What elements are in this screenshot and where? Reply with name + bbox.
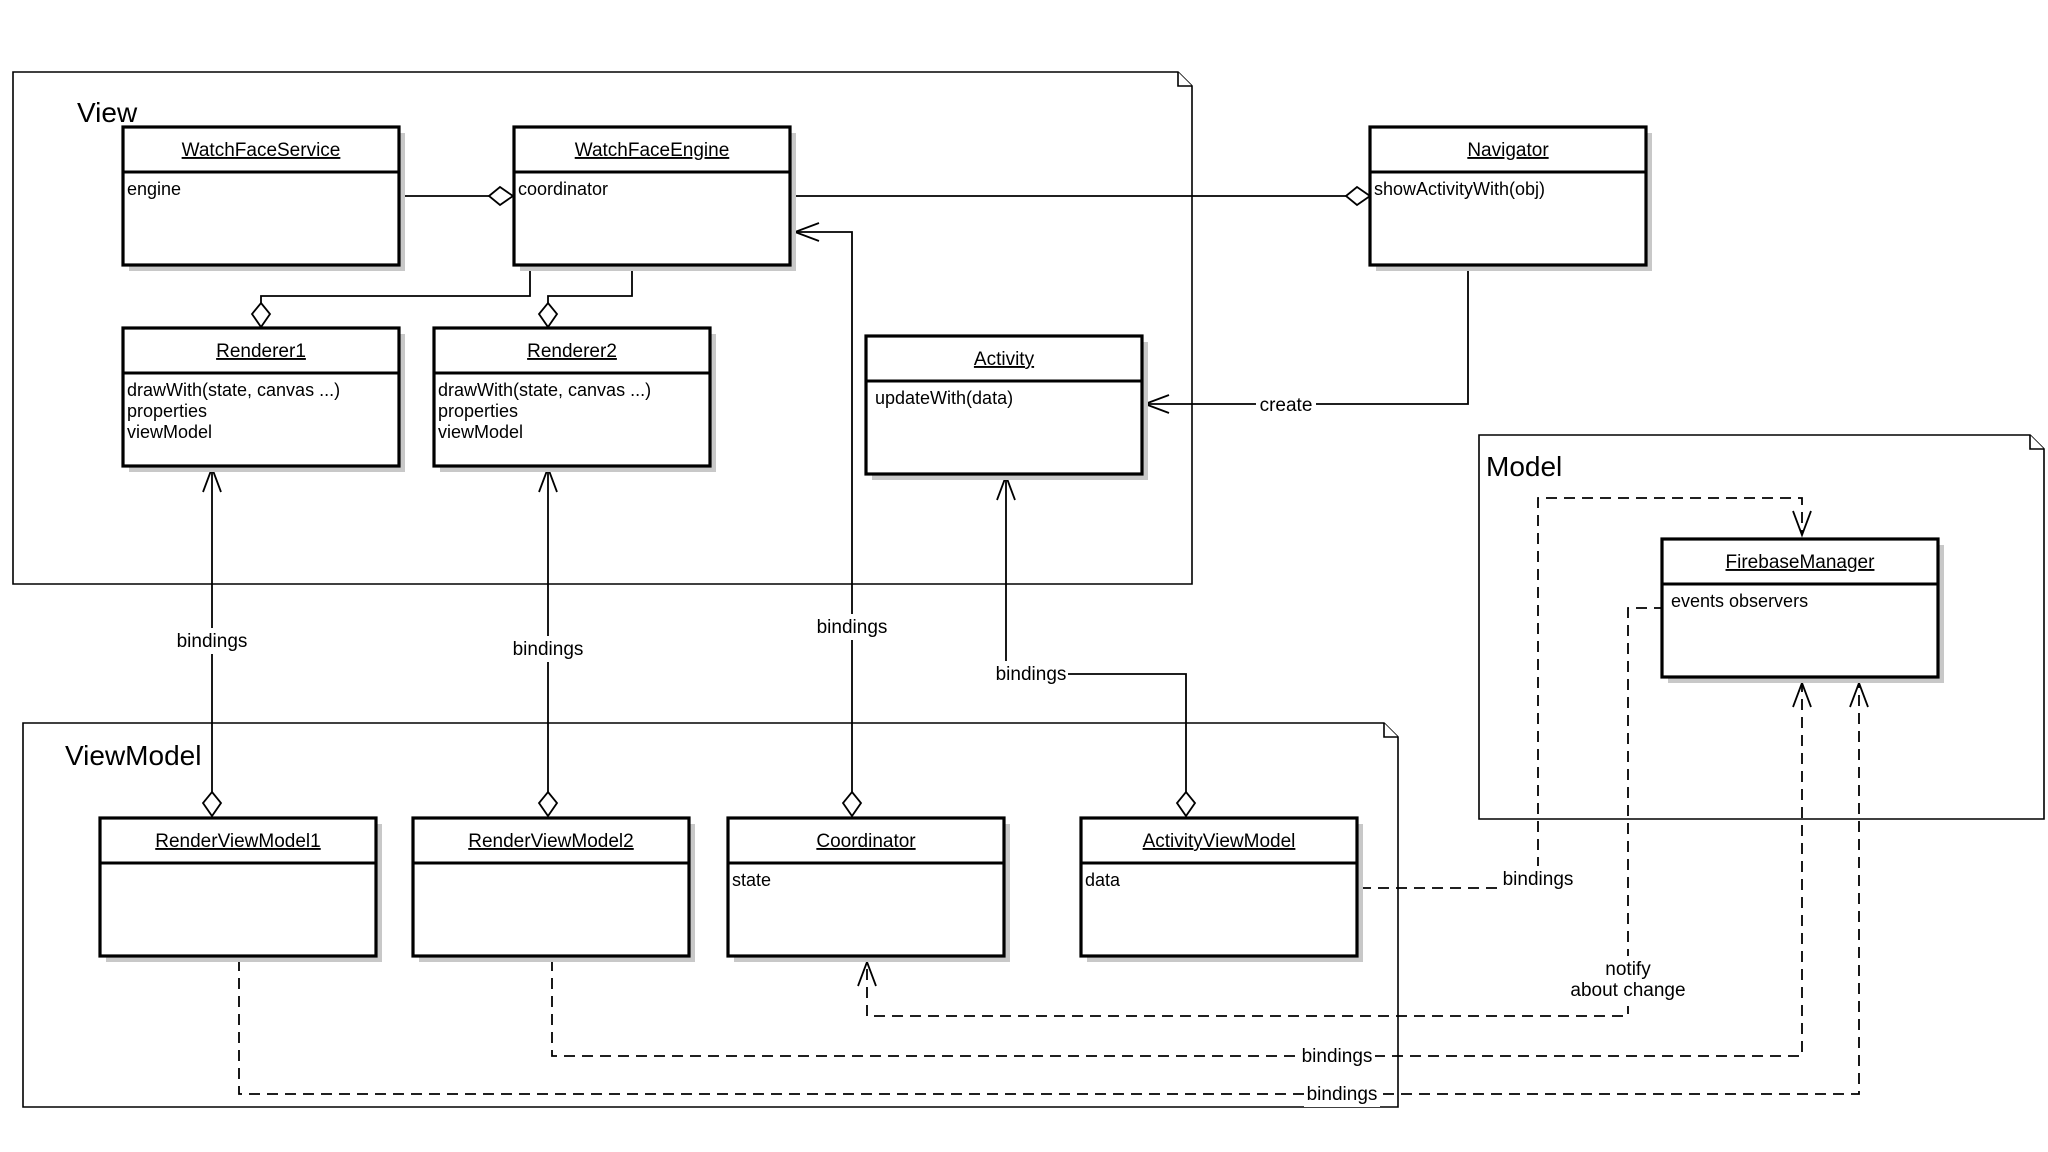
class-name: Coordinator [816,831,916,852]
package-view-title: View [77,97,138,128]
class-member: data [1085,870,1121,890]
label-notify: notify [1605,959,1651,980]
class-name: Renderer1 [216,341,306,362]
class-member: drawWith(state, canvas ...) [127,380,340,400]
class-member: state [732,870,771,890]
class-name: RenderViewModel1 [155,831,320,852]
class-firebasemanager: FirebaseManager events observers [1660,537,1944,683]
class-member: viewModel [127,422,212,442]
class-activity: Activity updateWith(data) [864,334,1148,480]
edges-dashed [238,497,1860,1095]
class-navigator: Navigator showActivityWith(obj) [1368,125,1652,271]
class-name: Activity [974,349,1035,370]
class-member: engine [127,179,181,199]
class-name: FirebaseManager [1726,552,1876,573]
class-member: updateWith(data) [875,388,1013,408]
class-member: drawWith(state, canvas ...) [438,380,651,400]
class-renderviewmodel2: RenderViewModel2 [411,816,695,962]
class-box [1368,125,1648,267]
class-box [864,334,1144,476]
class-member: properties [127,401,207,421]
label-bindings-renderer1: bindings [177,631,248,652]
label-bindings-renderviewmodel1: bindings [1307,1084,1378,1105]
label-bindings-activity: bindings [996,664,1067,685]
class-box [512,125,792,267]
label-about-change: about change [1570,980,1685,1001]
label-bindings-renderer2: bindings [513,639,584,660]
class-box [1079,816,1359,958]
class-box [726,816,1006,958]
class-member: showActivityWith(obj) [1374,179,1545,199]
class-name: RenderViewModel2 [468,831,633,852]
label-bindings-coordinator: bindings [817,617,888,638]
class-member: coordinator [518,179,608,199]
package-viewmodel-title: ViewModel [65,740,201,771]
class-name: ActivityViewModel [1143,831,1296,852]
class-name: Renderer2 [527,341,617,362]
class-name: Navigator [1467,140,1549,161]
class-box [121,125,401,267]
class-box [411,816,691,958]
class-coordinator: Coordinator state [726,816,1010,962]
class-renderviewmodel1: RenderViewModel1 [98,816,382,962]
edge-labels: create bindings bindings bindings bindin… [176,392,1688,1107]
class-member: properties [438,401,518,421]
label-create: create [1260,395,1313,416]
package-model-title: Model [1486,451,1562,482]
class-renderer2: Renderer2 drawWith(state, canvas ...)prop… [432,326,716,472]
class-member: viewModel [438,422,523,442]
class-name: WatchFaceEngine [575,140,730,161]
class-name: WatchFaceService [182,140,341,161]
label-bindings-activityviewmodel: bindings [1503,869,1574,890]
class-activityviewmodel: ActivityViewModel data [1079,816,1363,962]
label-bindings-renderviewmodel2: bindings [1302,1046,1373,1067]
class-renderer1: Renderer1 drawWith(state, canvas ...)prop… [121,326,405,472]
class-member: events observers [1671,591,1808,611]
class-watchfaceengine: WatchFaceEngine coordinator [512,125,796,271]
class-box [1660,537,1940,679]
class-box [432,326,712,468]
class-box [98,816,378,958]
class-box [121,326,401,468]
